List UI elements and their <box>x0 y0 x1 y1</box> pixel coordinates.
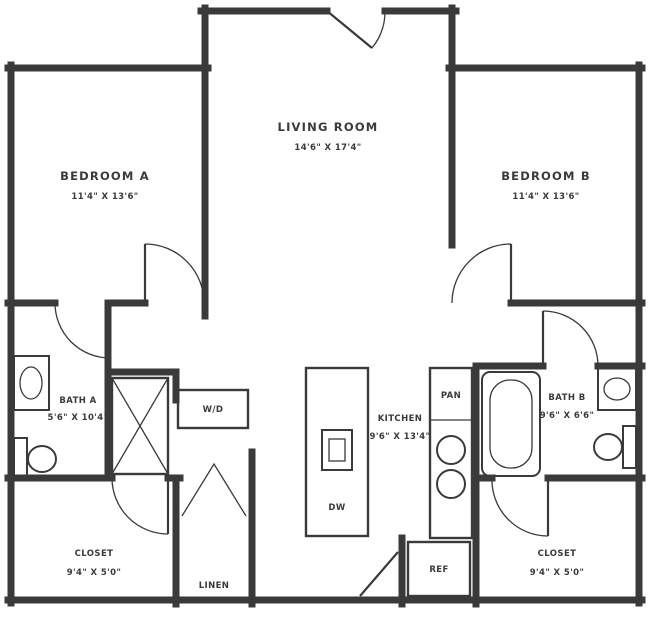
refrigerator-box <box>406 540 472 598</box>
bath-a-toilet <box>13 437 57 481</box>
linen-bifold-lines <box>181 462 247 517</box>
kitchen-counter <box>428 366 474 540</box>
room-labels: BEDROOM A 11'4" X 13'6" LIVING ROOM 14'6… <box>48 120 595 578</box>
dishwasher-label: DW <box>328 503 345 513</box>
bath-b-tub-outline <box>481 371 541 477</box>
closet-a-label: CLOSET <box>75 549 114 559</box>
bedroom-b-door <box>451 243 513 304</box>
closet-b-dims: 9'4" X 5'0" <box>530 568 585 578</box>
washer-dryer-box <box>110 376 170 476</box>
linen-bifold-door <box>181 462 247 517</box>
closet-b-door <box>491 477 550 537</box>
closet-a-door <box>111 477 170 535</box>
bath-a-vanity <box>13 355 50 411</box>
bedroom-b-dims: 11'4" X 13'6" <box>512 192 579 202</box>
interior-walls <box>4 64 646 608</box>
kitchen-sink-basin-2 <box>436 469 466 499</box>
bath-b-dims: 9'6" X 6'6" <box>540 411 595 421</box>
washer-dryer-label-box <box>176 388 250 430</box>
bath-a-vanity-counter <box>13 355 50 411</box>
bath-b-label: BATH B <box>548 393 585 403</box>
bath-b-tub-basin <box>489 379 533 469</box>
washer-dryer-x <box>111 377 169 475</box>
doors <box>54 10 599 597</box>
bath-b-door-arc <box>542 310 599 367</box>
bath-b-toilet-bowl <box>593 433 623 461</box>
island-outline <box>304 366 370 538</box>
entry-door-leaf <box>326 10 373 49</box>
bath-a-door <box>54 302 112 359</box>
bath-b-toilet-tank <box>622 425 637 469</box>
bedroom-a-door-arc <box>144 243 205 304</box>
entry-door <box>326 10 386 49</box>
living-room-dims: 14'6" X 17'4" <box>294 143 361 153</box>
kitchen-closet-door-leaf <box>359 551 399 597</box>
kitchen-dims: 9'6" X 13'4" <box>370 432 431 442</box>
counter-outline <box>428 366 474 540</box>
bath-b-vanity <box>597 367 637 411</box>
kitchen-sink-basin-1 <box>436 435 466 465</box>
island-sink-basin <box>328 438 346 462</box>
bath-b-vanity-counter <box>597 367 637 411</box>
entry-door-arc <box>371 10 386 49</box>
bath-a-toilet-tank <box>13 437 28 481</box>
closet-a-door-arc <box>111 477 169 535</box>
bath-b-tub <box>481 371 541 477</box>
washer-dryer-label: W/D <box>203 405 224 415</box>
island-sink <box>321 429 353 471</box>
exterior-wall-path <box>4 4 646 607</box>
kitchen-label: KITCHEN <box>378 414 423 424</box>
bath-b-door <box>541 310 599 367</box>
kitchen-closet-door <box>359 551 399 597</box>
pantry-label: PAN <box>441 391 461 401</box>
bedroom-b-label: BEDROOM B <box>501 169 591 183</box>
bedroom-b-door-arc <box>451 243 512 304</box>
living-room-label: LIVING ROOM <box>278 120 379 134</box>
closet-b-door-arc <box>491 477 549 537</box>
bath-b-sink-icon <box>603 377 631 401</box>
bedroom-a-label: BEDROOM A <box>60 169 150 183</box>
bath-a-sink-icon <box>19 366 43 400</box>
kitchen-island <box>304 366 370 538</box>
closet-a-dims: 9'4" X 5'0" <box>67 568 122 578</box>
linen-label: LINEN <box>199 581 230 591</box>
interior-wall-path <box>4 64 646 608</box>
bath-a-label: BATH A <box>59 396 96 406</box>
closet-b-label: CLOSET <box>538 549 577 559</box>
bedroom-a-door <box>143 243 205 304</box>
washer-dryer-outline <box>110 376 170 476</box>
bath-a-dims: 5'6" X 10'4" <box>48 413 109 423</box>
bedroom-a-dims: 11'4" X 13'6" <box>71 192 138 202</box>
fixtures <box>13 355 637 598</box>
refrigerator-label: REF <box>429 565 448 575</box>
exterior-walls <box>4 4 646 607</box>
bath-b-toilet <box>593 425 637 469</box>
bath-a-door-arc <box>54 302 111 359</box>
appliance-labels: W/D PAN REF LINEN DW <box>199 391 461 591</box>
bath-a-toilet-bowl <box>27 445 57 473</box>
